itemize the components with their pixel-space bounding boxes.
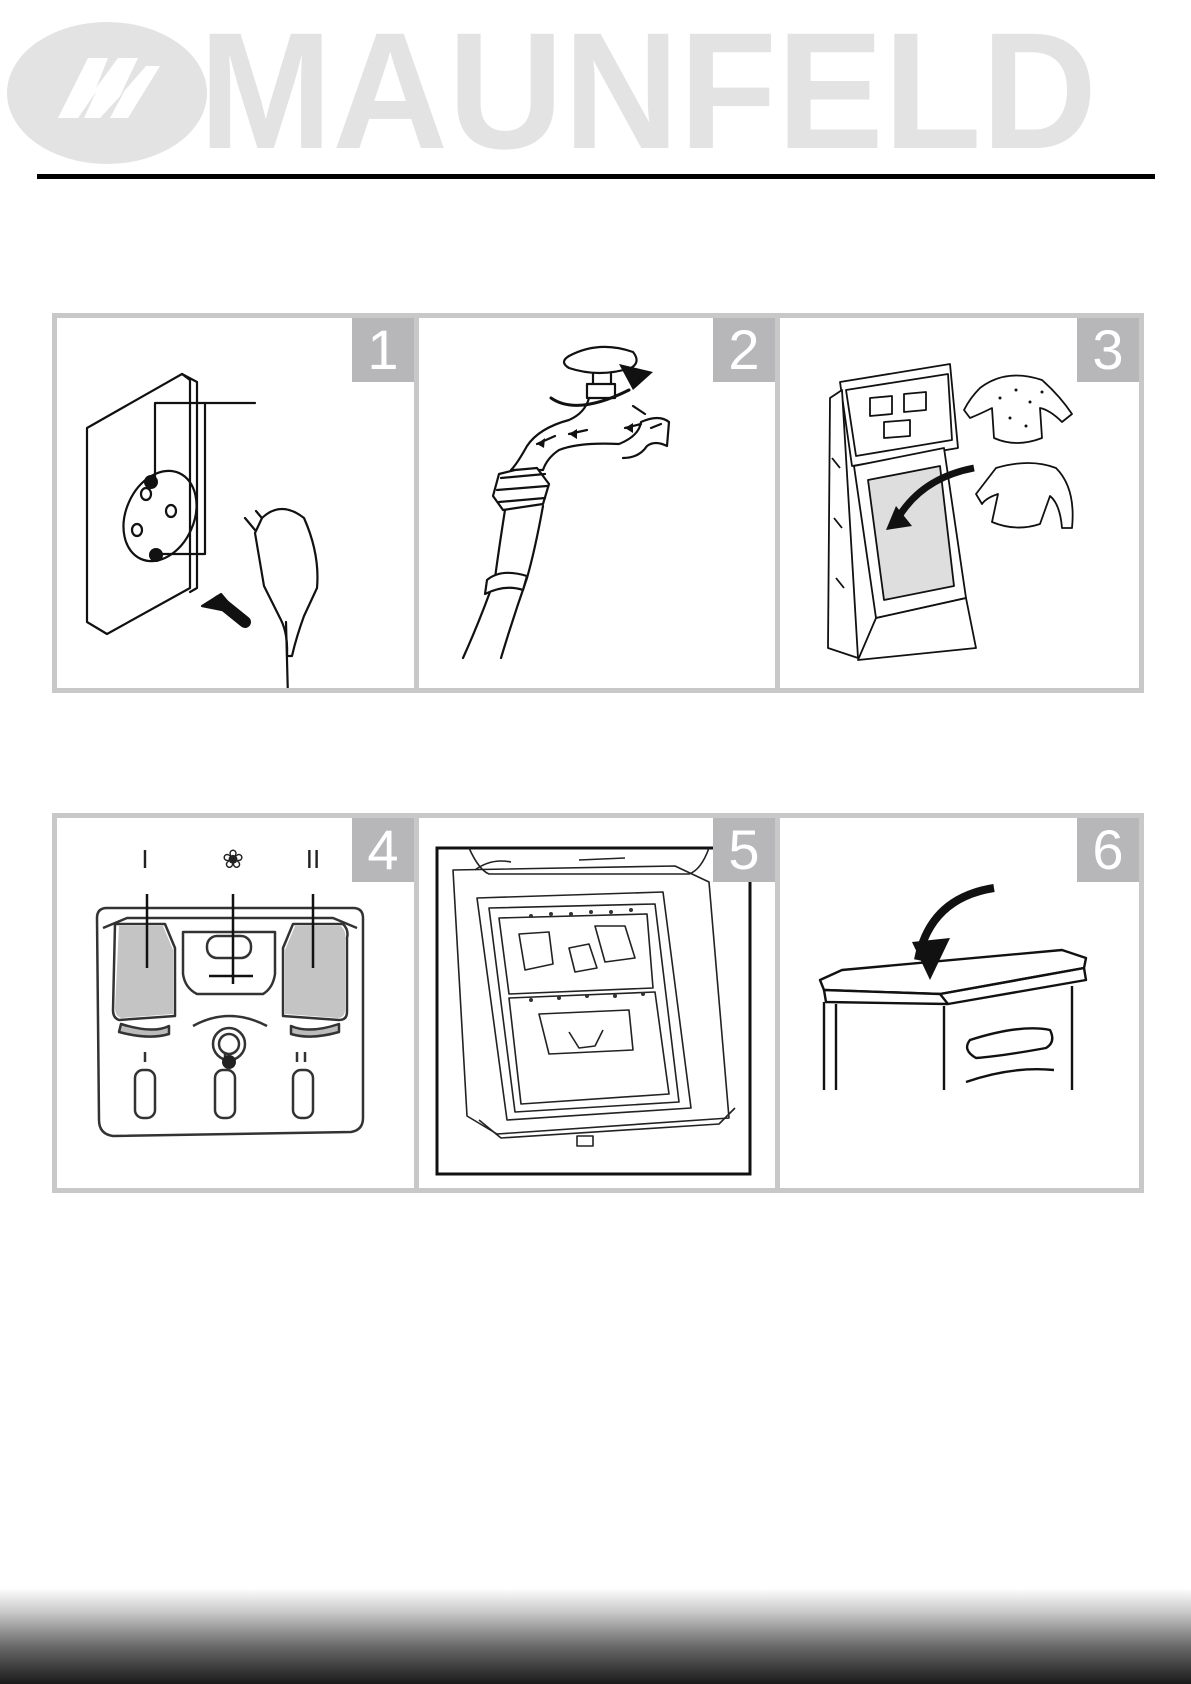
compartment-label-prewash: I <box>141 844 148 874</box>
step-panel-2: 2 <box>414 313 780 693</box>
step-panel-3: 3 <box>775 313 1144 693</box>
header-rule <box>37 174 1155 179</box>
step-number-badge: 1 <box>352 318 414 382</box>
step-number-badge: 3 <box>1077 318 1139 382</box>
step-number-badge: 6 <box>1077 818 1139 882</box>
page-footer-gradient <box>0 1588 1191 1684</box>
step-panel-4: I ❀ II <box>52 813 419 1193</box>
step-number-badge: 2 <box>713 318 775 382</box>
steps-row-2: I ❀ II <box>52 813 1144 1193</box>
step-number-badge: 4 <box>352 818 414 882</box>
maunfeld-emblem-icon: MAUNFELD <box>0 0 1191 175</box>
compartment-label-softener: ❀ <box>222 844 244 874</box>
compartment-label-mainwash: II <box>306 844 320 874</box>
step-number-badge: 5 <box>713 818 775 882</box>
step-panel-5: 5 <box>414 813 780 1193</box>
step-panel-1: 1 <box>52 313 419 693</box>
steps-row-1: 1 2 <box>52 313 1144 693</box>
brand-wordmark: MAUNFELD <box>199 0 1097 175</box>
brand-logo: MAUNFELD <box>0 0 1191 175</box>
step-panel-6: 6 <box>775 813 1144 1193</box>
